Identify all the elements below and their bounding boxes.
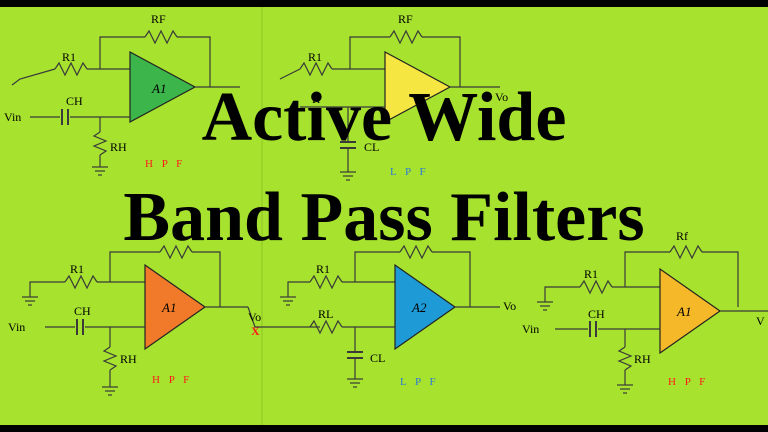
label-rf-top-left: RF — [151, 12, 166, 26]
circuit-diagrams — [11, 7, 768, 425]
tag-hpf-bottom-right: H P F — [668, 376, 709, 388]
title-line-1: Active Wide — [201, 79, 567, 156]
label-v-bottom-right: V — [756, 314, 765, 328]
label-a1-top-left: A1 — [152, 81, 167, 96]
label-x-bottom-left: X — [251, 324, 260, 338]
resistor-rf-4 — [399, 244, 433, 260]
label-ch-bottom-right: CH — [588, 307, 605, 321]
label-vin-bottom-right: Vin — [522, 322, 540, 336]
resistor-rf — [144, 29, 178, 45]
label-rf-top-right: RF — [398, 12, 413, 26]
resistor-r1-4 — [309, 274, 343, 290]
label-r1-bottom-middle: R1 — [316, 262, 331, 276]
resistor-rf-2 — [389, 29, 423, 45]
label-vo-bottom-left: Vo — [248, 310, 262, 324]
label-a2-bottom-middle: A2 — [412, 300, 427, 315]
label-vo-bottom-middle: Vo — [503, 299, 517, 313]
tag-lpf-bottom-middle: L P F — [400, 376, 439, 388]
circuit-bottom-middle — [280, 244, 500, 388]
resistor-r1-5 — [579, 279, 613, 295]
opamp-a2-bottom-middle — [394, 263, 457, 351]
resistor-r1 — [54, 61, 88, 77]
label-rl-bottom-middle: RL — [318, 307, 334, 321]
resistor-rh-5 — [617, 346, 633, 371]
label-a1-bottom-right: A1 — [677, 304, 692, 319]
label-vin-top-left: Vin — [4, 110, 22, 124]
label-rh-bottom-right: RH — [634, 352, 651, 366]
opamp-top-right — [384, 50, 452, 124]
resistor-rl — [309, 319, 343, 335]
circuit-top-left — [11, 29, 240, 176]
label-vo-top-right: Vo — [495, 90, 509, 104]
thumbnail-canvas: RF R1 Vin CH RH A1 H P F RF R1 R CL Vo L… — [0, 7, 768, 425]
tag-lpf-top-right: L P F — [390, 166, 429, 178]
resistor-rh-3 — [102, 346, 118, 371]
resistor-rf-3 — [159, 244, 193, 260]
label-cl-top-right: CL — [364, 140, 380, 154]
tag-hpf-top-left: H P F — [145, 158, 186, 170]
label-r1-top-left: R1 — [62, 50, 77, 64]
circuit-bottom-left — [22, 244, 320, 396]
opamp-a1-bottom-right — [659, 267, 722, 355]
label-a1-bottom-left: A1 — [162, 300, 177, 315]
label-ch-top-left: CH — [66, 94, 83, 108]
title-line-2: Band Pass Filters — [123, 179, 645, 256]
label-r1-bottom-right: R1 — [584, 267, 599, 281]
resistor-rh — [92, 131, 108, 156]
label-ch-bottom-left: CH — [74, 304, 91, 318]
label-r-top-right: R — [312, 92, 321, 106]
resistor-r1-2 — [299, 61, 333, 77]
label-r1-top-right: R1 — [308, 50, 323, 64]
opamp-a1-bottom-left — [144, 263, 207, 351]
tag-hpf-bottom-left: H P F — [152, 374, 193, 386]
label-r1-bottom-left: R1 — [70, 262, 85, 276]
opamp-a1-top-left — [129, 50, 197, 124]
resistor-rf-5 — [669, 244, 703, 260]
label-rh-top-left: RH — [110, 140, 127, 154]
circuit-bottom-right — [537, 244, 768, 394]
label-cl-bottom-middle: CL — [370, 351, 386, 365]
resistor-r1-3 — [64, 274, 98, 290]
label-rf-bottom-right: Rf — [676, 229, 688, 243]
label-vin-bottom-left: Vin — [8, 320, 26, 334]
circuit-top-right — [279, 29, 500, 181]
label-rh-bottom-left: RH — [120, 352, 137, 366]
